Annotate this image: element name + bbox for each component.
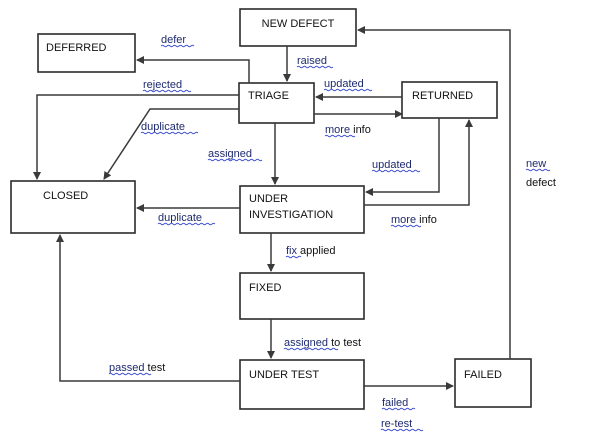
label-duplicate-investigation: duplicate	[157, 212, 216, 226]
label-more-info-investigation: more info	[390, 214, 437, 228]
state-fixed: FIXED	[239, 272, 365, 320]
svg-text:fix applied: fix applied	[286, 245, 336, 257]
svg-text:updated: updated	[372, 159, 412, 171]
state-triage-label: TRIAGE	[248, 90, 289, 102]
svg-text:assigned: assigned	[208, 148, 252, 160]
svg-text:passed test: passed test	[109, 362, 165, 374]
arrow-more-info-investigation	[364, 119, 473, 206]
label-passed-test: passed test	[108, 362, 165, 376]
label-assigned-to-test: assigned to test	[283, 337, 361, 351]
svg-text:re-test: re-test	[381, 418, 412, 430]
state-closed: CLOSED	[10, 180, 136, 234]
svg-text:rejected: rejected	[143, 79, 182, 91]
state-under-investigation-label-line1: UNDER	[249, 193, 288, 205]
state-returned: RETURNED	[401, 81, 498, 119]
svg-text:new: new	[526, 158, 546, 170]
svg-text:defer: defer	[161, 34, 186, 46]
label-raised: raised	[296, 55, 334, 69]
label-fix-applied: fix applied	[285, 245, 336, 259]
state-new-defect-label: NEW DEFECT	[262, 18, 335, 30]
arrow-updated-investigation	[365, 118, 440, 196]
arrow-rejected	[33, 94, 239, 180]
state-failed-label: FAILED	[464, 369, 502, 381]
label-assigned: assigned	[207, 148, 263, 162]
state-under-test: UNDER TEST	[239, 359, 365, 410]
arrow-duplicate-triage	[103, 108, 239, 180]
state-deferred: DEFERRED	[37, 33, 136, 73]
state-returned-label: RETURNED	[412, 90, 473, 102]
svg-text:more info: more info	[325, 124, 371, 136]
svg-text:updated: updated	[324, 78, 364, 90]
label-more-info-triage: more info	[324, 124, 371, 138]
svg-text:failed: failed	[382, 397, 408, 409]
state-failed: FAILED	[454, 358, 532, 408]
label-defer: defer	[160, 34, 195, 48]
arrow-defer	[136, 56, 250, 83]
label-new-defect: new defect	[525, 158, 556, 189]
arrow-passed-test	[56, 234, 240, 382]
arrow-new-defect	[357, 26, 511, 359]
state-under-investigation: UNDER INVESTIGATION	[239, 185, 365, 234]
svg-text:assigned to test: assigned to test	[284, 337, 361, 349]
state-deferred-label: DEFERRED	[46, 42, 107, 54]
svg-text:raised: raised	[297, 55, 327, 67]
label-failed-retest: failed re-test	[380, 397, 424, 432]
svg-text:duplicate: duplicate	[141, 121, 185, 133]
state-under-test-label: UNDER TEST	[249, 369, 319, 381]
svg-text:more info: more info	[391, 214, 437, 226]
state-triage: TRIAGE	[238, 82, 315, 124]
label-updated-investigation: updated	[371, 159, 421, 173]
svg-text:duplicate: duplicate	[158, 212, 202, 224]
label-duplicate-triage: duplicate	[140, 121, 199, 135]
label-rejected: rejected	[142, 79, 192, 93]
state-under-investigation-label-line2: INVESTIGATION	[249, 209, 333, 221]
state-fixed-label: FIXED	[249, 282, 281, 294]
state-closed-label: CLOSED	[43, 190, 88, 202]
svg-text:defect: defect	[526, 177, 556, 189]
state-new-defect: NEW DEFECT	[239, 8, 357, 47]
label-updated-triage: updated	[323, 78, 373, 92]
